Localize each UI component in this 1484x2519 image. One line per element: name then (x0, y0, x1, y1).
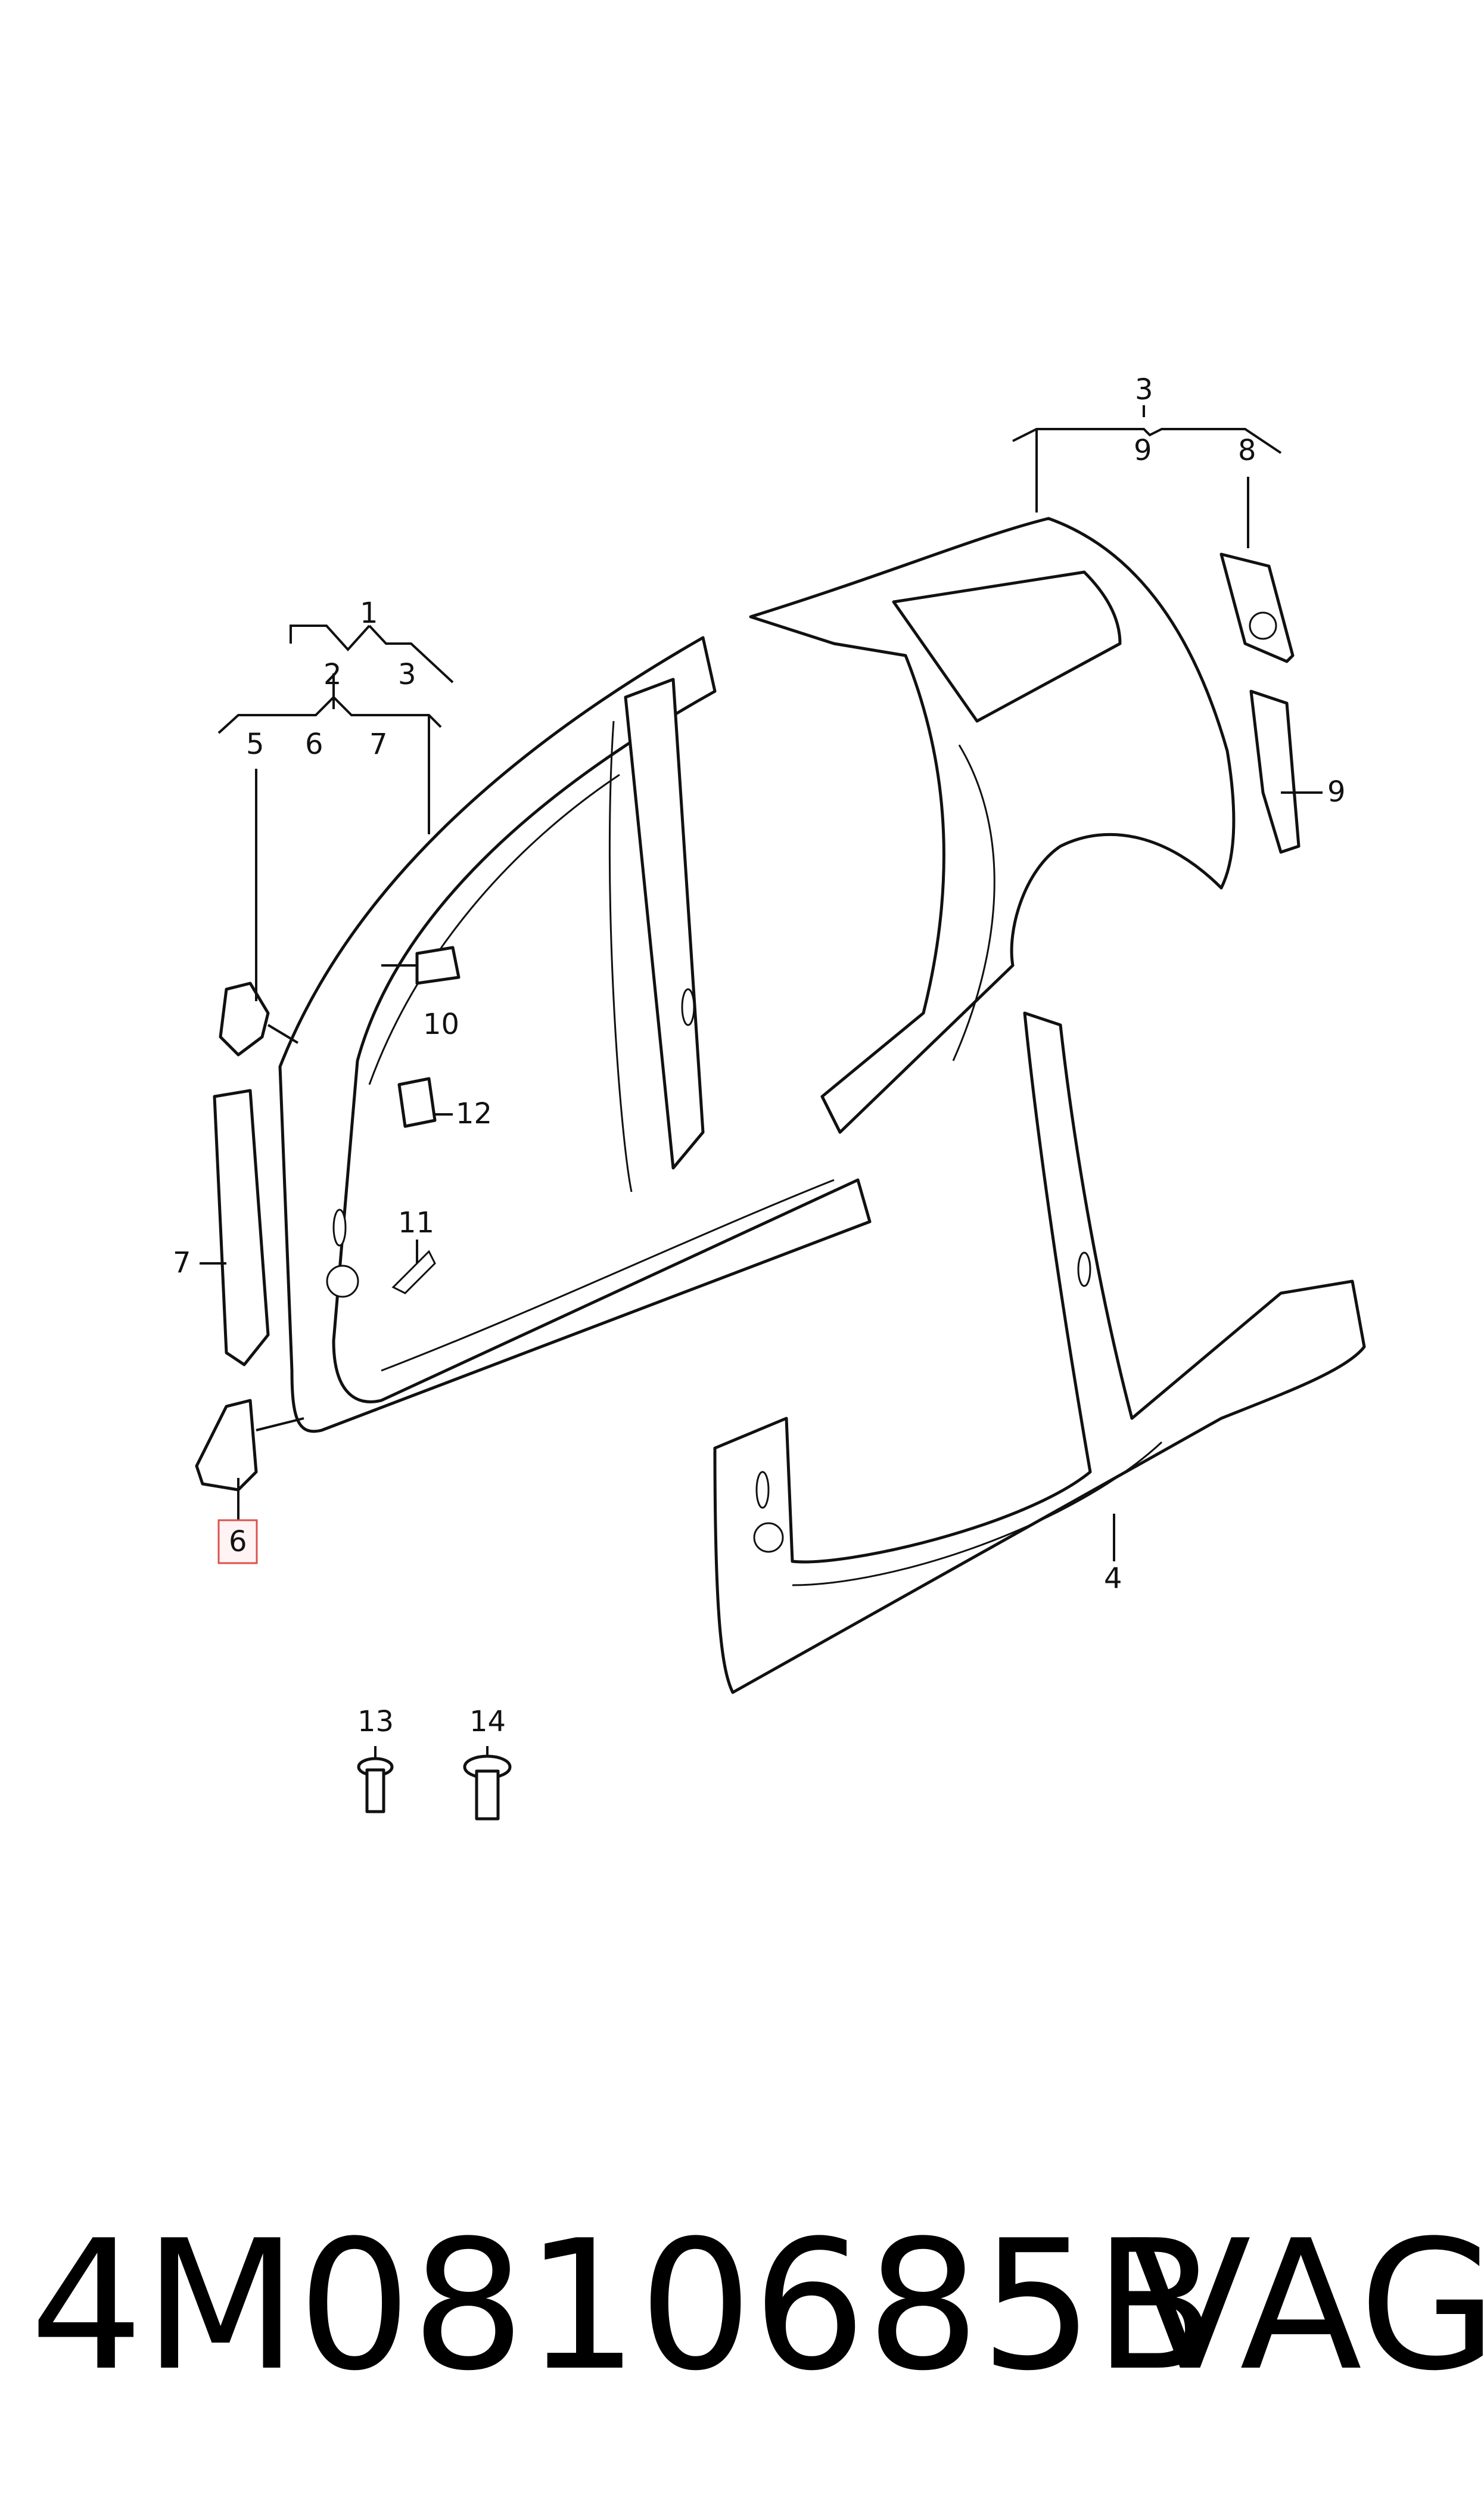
panel-8 (1219, 552, 1295, 663)
callout-11: 11 (398, 1206, 434, 1240)
callout-6-highlighted[interactable]: 6 (229, 1525, 247, 1558)
callout-7-top: 7 (369, 728, 388, 761)
sill-hole-icon (753, 1522, 784, 1553)
callout-4: 4 (1104, 1562, 1122, 1595)
clip-11 (391, 1250, 436, 1294)
rivet-14 (463, 1754, 512, 1821)
bracket-9 (1249, 689, 1301, 854)
callout-5: 5 (246, 728, 265, 761)
callout-9-right: 9 (1327, 775, 1346, 809)
panel-slot-icon (681, 988, 695, 1026)
sill-panel (713, 1011, 1366, 1694)
callout-12: 12 (456, 1097, 492, 1130)
callout-6-top: 6 (305, 728, 323, 761)
brand-label: VAG (1129, 2202, 1484, 2410)
bracket-6 (195, 1399, 258, 1492)
callout-9-top: 9 (1134, 434, 1152, 467)
highlight-box (217, 1519, 258, 1564)
callout-10: 10 (423, 1008, 459, 1041)
rear-quarter-panel (749, 517, 1236, 1134)
callout-13: 13 (357, 1705, 394, 1738)
callout-2: 2 (323, 658, 342, 691)
callout-3-left: 3 (398, 658, 416, 691)
side-panel-front (278, 636, 872, 1433)
panel-slot-icon (332, 1209, 347, 1247)
callout-14: 14 (469, 1705, 506, 1738)
callout-3-right: 3 (1135, 373, 1153, 406)
callout-8: 8 (1238, 434, 1256, 467)
sill-slot-icon (755, 1471, 770, 1509)
rivet-13 (357, 1757, 394, 1813)
bracket-5 (219, 981, 270, 1057)
part-number-label: 4M0810685B (30, 2202, 1217, 2410)
sill-slot-icon (1077, 1251, 1091, 1287)
pillar-reinforcement-7 (213, 1089, 270, 1366)
callout-7-left: 7 (173, 1246, 191, 1279)
panel-8-hole-icon (1249, 611, 1277, 640)
callout-1: 1 (360, 597, 378, 630)
panel-hole-icon (326, 1265, 359, 1298)
panel-12 (397, 1077, 437, 1128)
bracket-10 (415, 946, 461, 985)
